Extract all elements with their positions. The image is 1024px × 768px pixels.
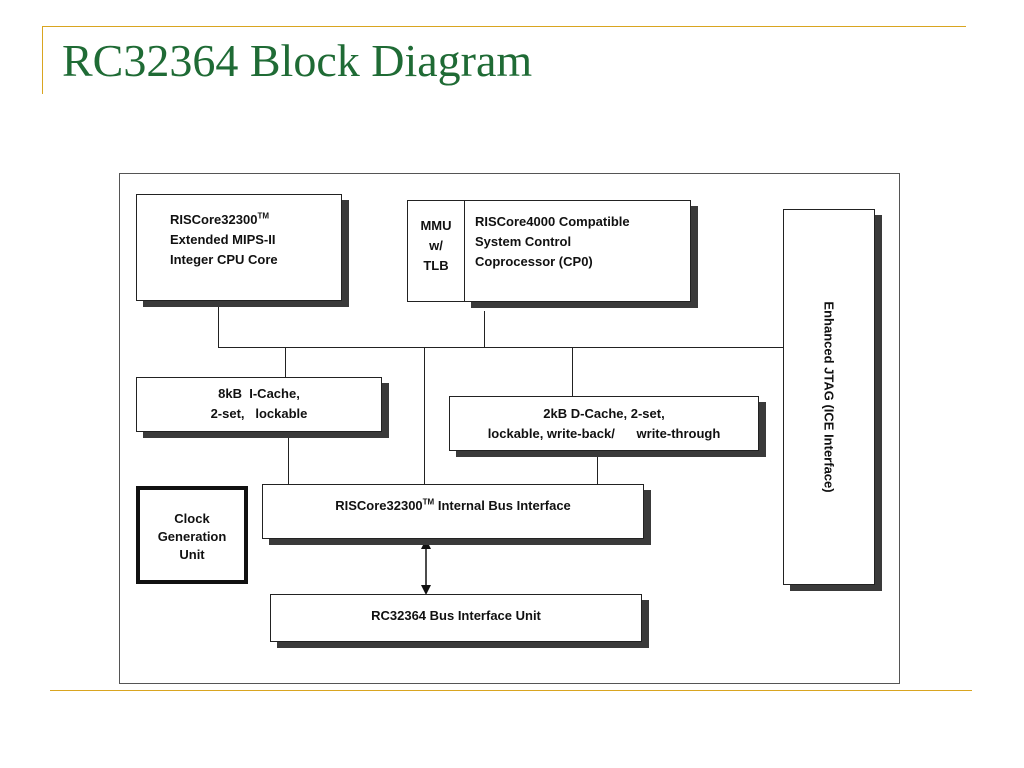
jtag-label: Enhanced JTAG (ICE Interface) bbox=[821, 301, 837, 493]
mmu-tlb-block: MMU w/ TLB bbox=[407, 200, 465, 302]
dcache-internal-connector bbox=[597, 451, 598, 484]
clock-generation-unit-block: Clock Generation Unit bbox=[136, 486, 248, 584]
cp0-block: RISCore4000 Compatible System Control Co… bbox=[464, 200, 691, 302]
internal-bus-interface-block: RISCore32300TM Internal Bus Interface bbox=[262, 484, 644, 539]
block-diagram: RISCore32300TM Extended MIPS-II Integer … bbox=[119, 173, 900, 684]
cp0-line3: Coprocessor (CP0) bbox=[475, 254, 593, 269]
mmu-line2: w/ bbox=[429, 238, 443, 253]
bidirectional-arrow-icon bbox=[421, 539, 431, 595]
main-bus-line bbox=[218, 347, 785, 348]
internal-bus-label-rest: Internal Bus Interface bbox=[434, 498, 571, 513]
enhanced-jtag-block: Enhanced JTAG (ICE Interface) bbox=[783, 209, 875, 585]
dcache-bus-connector bbox=[572, 347, 573, 396]
icache-line1: 8kB I-Cache, bbox=[218, 386, 300, 401]
bus-interface-unit-block: RC32364 Bus Interface Unit bbox=[270, 594, 642, 642]
icache-internal-connector bbox=[288, 432, 289, 484]
clock-line2: Generation bbox=[157, 529, 227, 544]
mmu-line1: MMU bbox=[420, 218, 452, 233]
cpu-core-line3: Integer CPU Core bbox=[170, 252, 278, 267]
clock-line3: Unit bbox=[179, 547, 205, 562]
bottom-rule bbox=[50, 690, 972, 691]
internal-bus-label: RISCore32300 bbox=[335, 498, 423, 513]
mmu-line3: TLB bbox=[423, 258, 449, 273]
cpu-core-tm: TM bbox=[257, 211, 270, 221]
dcache-line2: lockable, write-back/ write-through bbox=[487, 426, 721, 441]
left-rule bbox=[42, 26, 43, 94]
slide-title: RC32364 Block Diagram bbox=[62, 35, 533, 86]
cpu-core-line1: RISCore32300 bbox=[170, 212, 258, 227]
cpu-bus-connector bbox=[218, 301, 219, 348]
internal-bus-connector bbox=[424, 347, 425, 484]
cp0-bus-connector bbox=[484, 311, 485, 348]
internal-bus-tm: TM bbox=[422, 497, 435, 507]
dcache-line1: 2kB D-Cache, 2-set, bbox=[543, 406, 665, 421]
icache-block: 8kB I-Cache, 2-set, lockable bbox=[136, 377, 382, 432]
cp0-line2: System Control bbox=[475, 234, 572, 249]
top-rule bbox=[42, 26, 966, 27]
icache-bus-connector bbox=[285, 347, 286, 377]
cpu-core-block: RISCore32300TM Extended MIPS-II Integer … bbox=[136, 194, 342, 301]
clock-line1: Clock bbox=[174, 511, 210, 526]
cp0-line1: RISCore4000 Compatible bbox=[475, 214, 630, 229]
cpu-core-line2: Extended MIPS-II bbox=[170, 232, 276, 247]
icache-line2: 2-set, lockable bbox=[210, 406, 308, 421]
dcache-block: 2kB D-Cache, 2-set, lockable, write-back… bbox=[449, 396, 759, 451]
bus-interface-unit-label: RC32364 Bus Interface Unit bbox=[371, 608, 541, 623]
